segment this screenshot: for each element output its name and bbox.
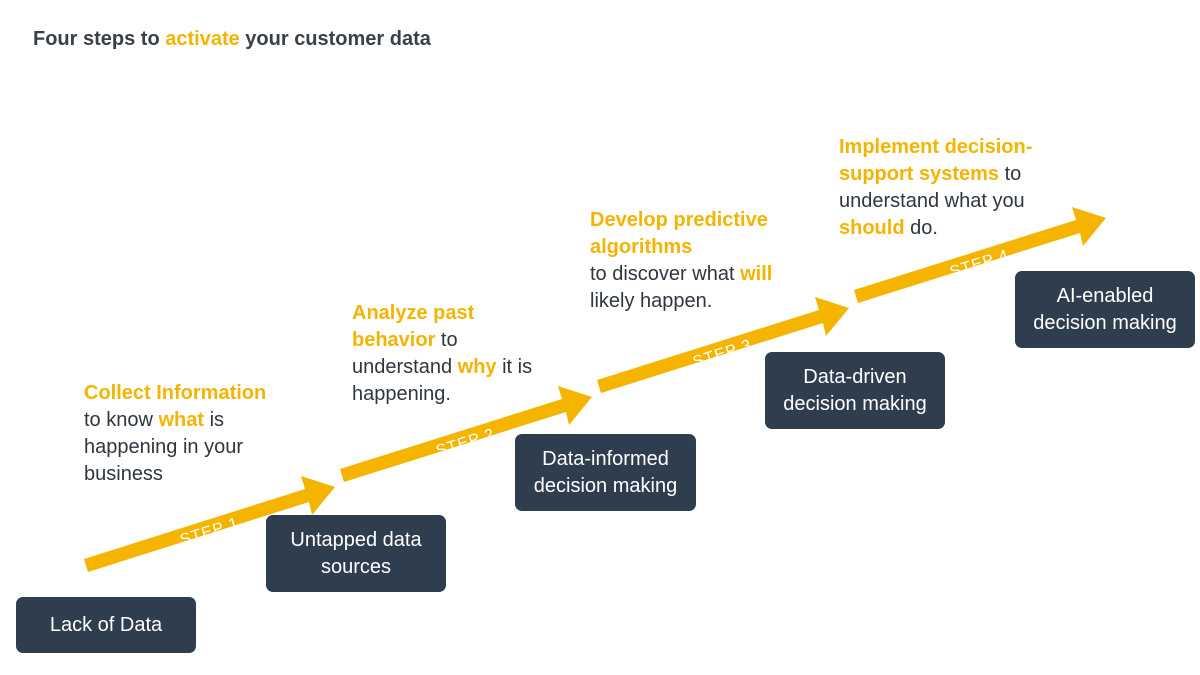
- step-3-emphasis: will: [740, 263, 773, 285]
- step-3-heading: Develop predictive algorithms: [590, 209, 768, 258]
- stage-box-line: Data-informed: [542, 447, 669, 470]
- step-1-arrow: [84, 476, 335, 572]
- step-4-description: Implement decision-support systems to un…: [839, 134, 1061, 242]
- step-3-text-start: to discover what: [590, 263, 741, 285]
- step-1-text-end: is happening in your business: [84, 409, 244, 485]
- stage-box-line: Untapped data: [290, 528, 422, 551]
- title-start: Four steps to: [33, 28, 166, 50]
- stage-box-line: decision making: [1033, 311, 1177, 334]
- step-1-emphasis: what: [158, 409, 205, 431]
- step-2-arrow: [340, 386, 592, 482]
- step-2-description: Analyze past behavior to understand why …: [352, 300, 547, 408]
- step-1-text-start: to know: [84, 409, 159, 431]
- step-2-text-end: it is happening.: [352, 356, 533, 405]
- step-2-text-start: to understand: [352, 329, 458, 378]
- step-3-arrow: [597, 297, 849, 393]
- step-3-description: Develop predictive algorithms to discove…: [590, 207, 795, 315]
- stage-box-lack-of-data: Lack of Data: [16, 597, 196, 653]
- stage-box-untapped-data-sources: Untapped data sources: [266, 515, 446, 592]
- title-end: your customer data: [239, 28, 431, 50]
- step-1-description: Collect Information to know what is happ…: [84, 380, 299, 488]
- stage-box-line: decision making: [533, 474, 678, 497]
- step-4-arrow: [854, 207, 1106, 303]
- stage-box-ai-enabled: AI-enabled decision making: [1015, 271, 1195, 348]
- page-title: Four steps to activate your customer dat…: [33, 28, 431, 51]
- stage-box-data-informed: Data-informed decision making: [515, 434, 696, 511]
- step-4-text-start: to understand what you: [839, 163, 1025, 212]
- stage-box-line: Lack of Data: [49, 613, 163, 636]
- step-4-emphasis: should: [839, 217, 905, 239]
- step-2-emphasis: why: [457, 356, 497, 378]
- stage-box-line: AI-enabled: [1056, 284, 1154, 307]
- stage-box-line: Data-driven: [803, 365, 907, 388]
- step-2-heading: Analyze past behavior: [352, 302, 475, 351]
- step-4-text-end: do.: [904, 217, 938, 239]
- stage-box-data-driven: Data-driven decision making: [765, 352, 945, 429]
- stage-box-line: decision making: [783, 392, 927, 415]
- stage-box-line: sources: [320, 555, 392, 578]
- step-3-text-end: likely happen.: [590, 290, 713, 312]
- step-1-heading: Collect Information: [84, 382, 267, 404]
- title-highlight: activate: [165, 28, 240, 50]
- step-4-heading: Implement decision-support systems: [839, 136, 1033, 185]
